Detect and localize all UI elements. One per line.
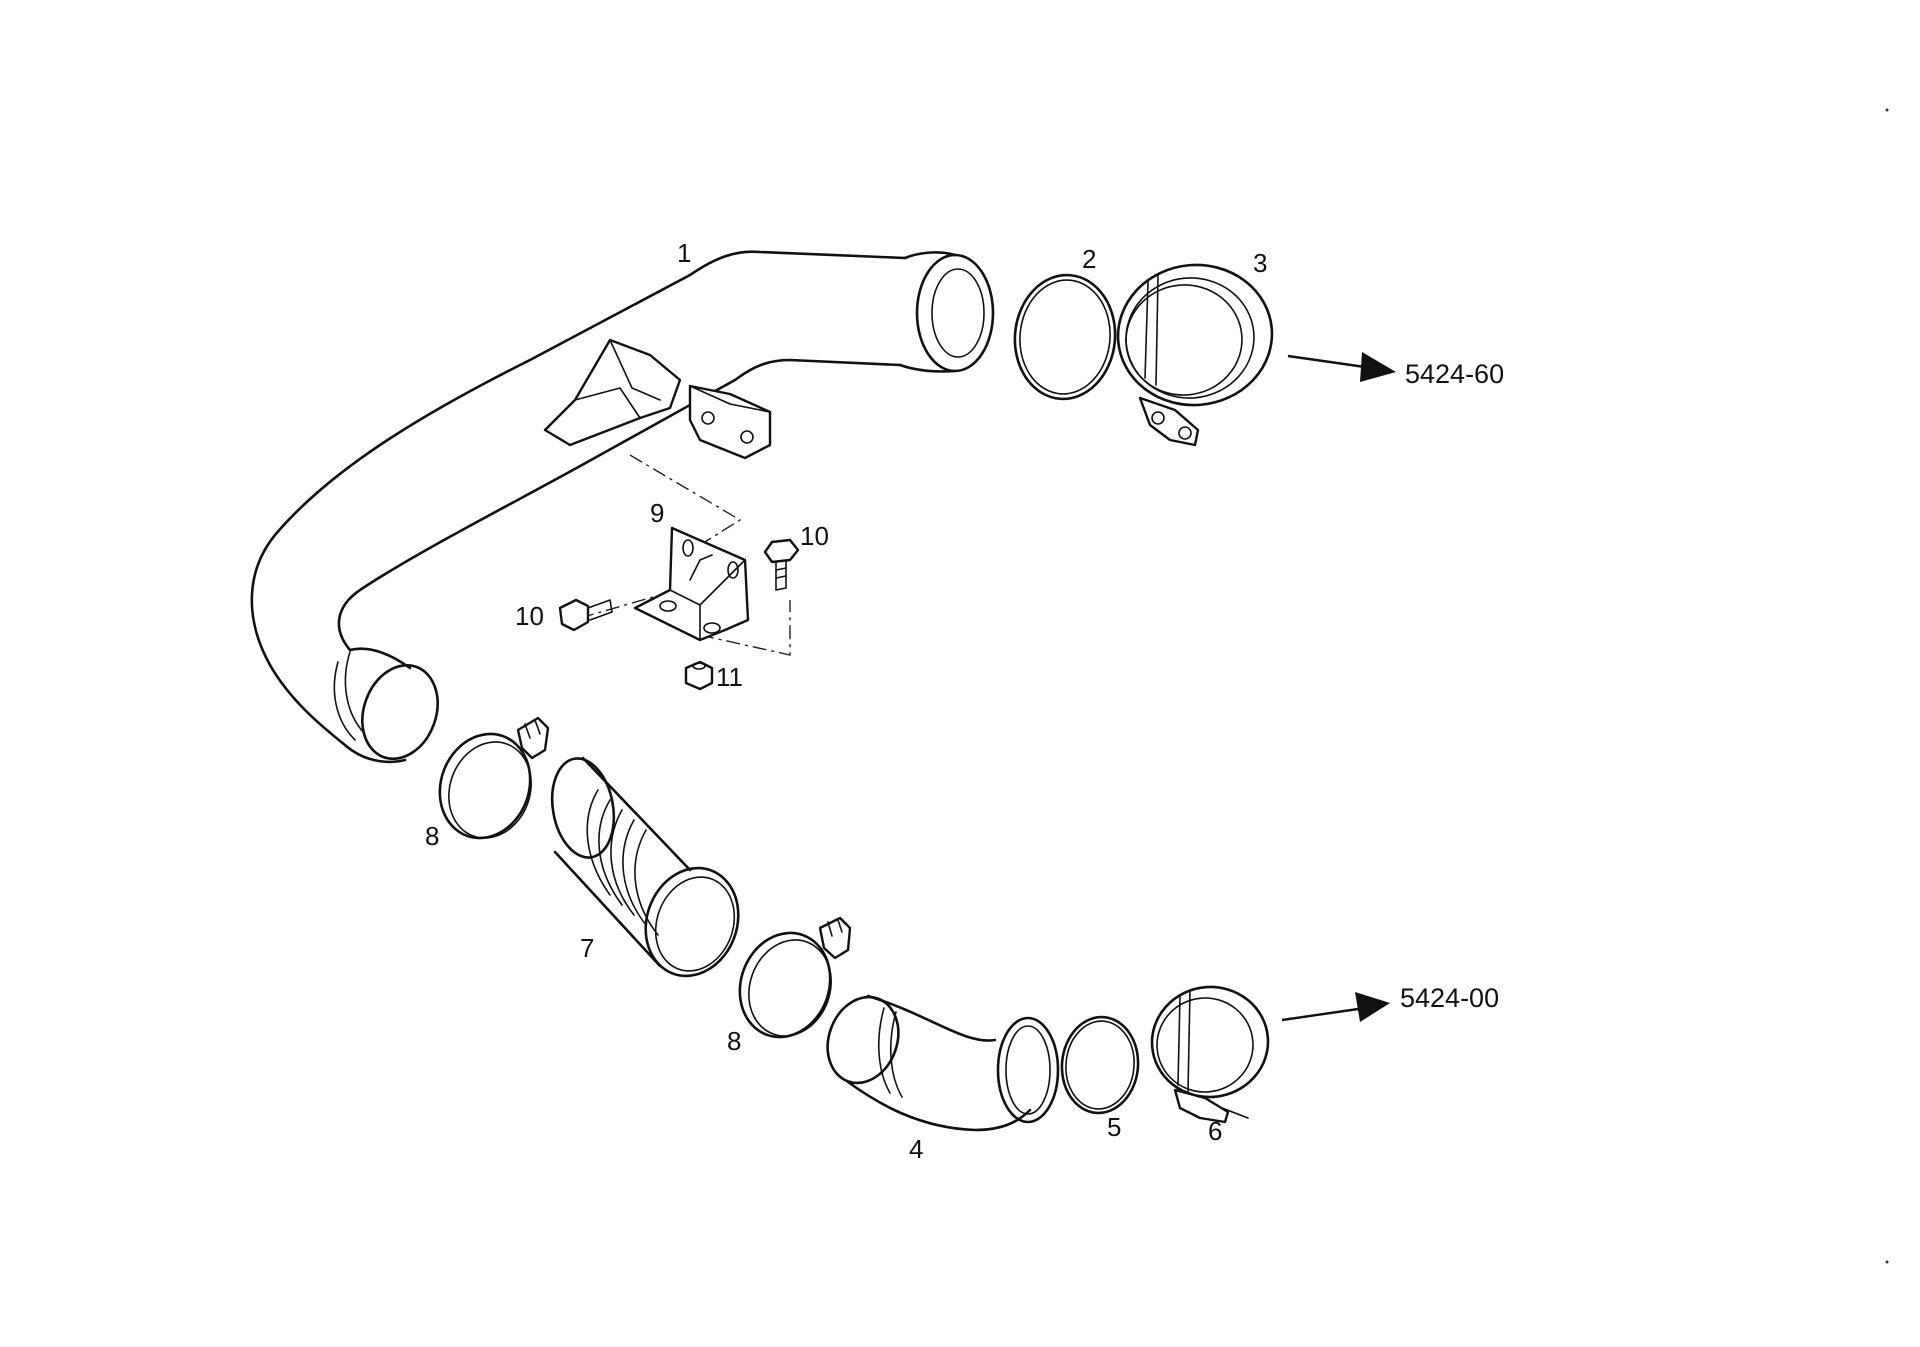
callout-1: 1	[677, 238, 691, 268]
callout-8-upper: 8	[425, 821, 439, 851]
part-9-mounting-bracket	[633, 526, 750, 642]
margin-dot-top	[1885, 108, 1889, 112]
part-4-elbow-pipe	[826, 994, 1060, 1132]
assembly-leader-lines	[579, 454, 791, 656]
callout-10-left: 10	[515, 601, 544, 631]
part-11-nut	[684, 660, 714, 691]
callout-2: 2	[1082, 244, 1096, 274]
part-6-v-band-clamp	[1150, 985, 1270, 1124]
callout-11: 11	[716, 662, 743, 692]
pipe-bracket	[543, 338, 772, 460]
reference-label-upper[interactable]: 5424-60	[1405, 359, 1504, 389]
callout-10-upper: 10	[800, 521, 829, 551]
callout-9: 9	[650, 498, 664, 528]
part-8-hose-clamp-lower	[738, 916, 852, 1039]
callout-5: 5	[1107, 1112, 1121, 1142]
part-8-hose-clamp-upper	[438, 716, 550, 840]
part-5-seal-ring	[1060, 1015, 1140, 1115]
part-10-bolt-upper	[763, 538, 800, 591]
callout-8-lower: 8	[727, 1026, 741, 1056]
reference-arrow-lower	[1281, 992, 1390, 1022]
part-1-main-pipe	[250, 250, 995, 764]
callout-4: 4	[909, 1134, 923, 1164]
part-10-bolt-left	[558, 598, 613, 632]
part-2-seal-ring	[1013, 273, 1117, 401]
callout-7: 7	[580, 933, 594, 963]
reference-label-lower[interactable]: 5424-00	[1400, 983, 1499, 1013]
part-7-rubber-hose	[550, 756, 740, 978]
margin-dot-bottom	[1885, 1260, 1889, 1264]
callout-3: 3	[1253, 248, 1267, 278]
callout-6: 6	[1208, 1116, 1222, 1146]
part-3-v-band-clamp	[1116, 263, 1274, 447]
reference-arrow-upper	[1287, 352, 1396, 382]
